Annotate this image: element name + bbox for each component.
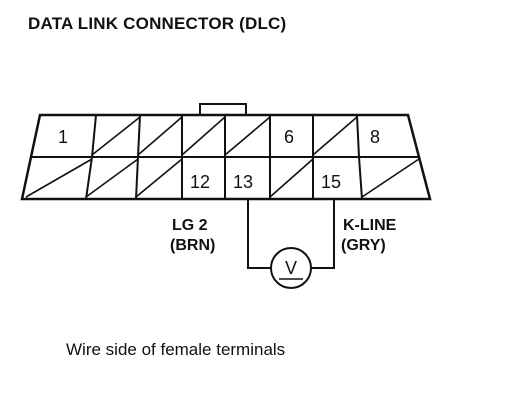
connector-outline xyxy=(20,113,432,201)
pin-12-label: 12 xyxy=(190,172,210,192)
top-row-dividers xyxy=(91,114,360,158)
diagram-caption: Wire side of female terminals xyxy=(66,340,286,359)
pin-13-label: 13 xyxy=(233,172,253,192)
right-wire-color: (GRY) xyxy=(341,237,386,254)
pin-6-label: 6 xyxy=(284,127,294,147)
left-wire-color: (BRN) xyxy=(170,237,215,254)
diagram-title: DATA LINK CONNECTOR (DLC) xyxy=(28,14,287,33)
connector-tab xyxy=(199,103,247,116)
pin-15-label: 15 xyxy=(321,172,341,192)
pin-8-label: 8 xyxy=(370,127,380,147)
voltmeter-icon xyxy=(270,247,312,289)
left-wire-name: LG 2 xyxy=(172,217,208,234)
test-leads xyxy=(247,199,335,269)
bottom-row-dividers xyxy=(85,156,363,200)
voltmeter-symbol: V xyxy=(285,258,297,278)
unused-cavity-marks-bottom xyxy=(25,158,420,198)
unused-cavity-marks-top xyxy=(91,116,358,156)
pin-1-label: 1 xyxy=(58,127,68,147)
right-wire-name: K-LINE xyxy=(343,217,397,234)
